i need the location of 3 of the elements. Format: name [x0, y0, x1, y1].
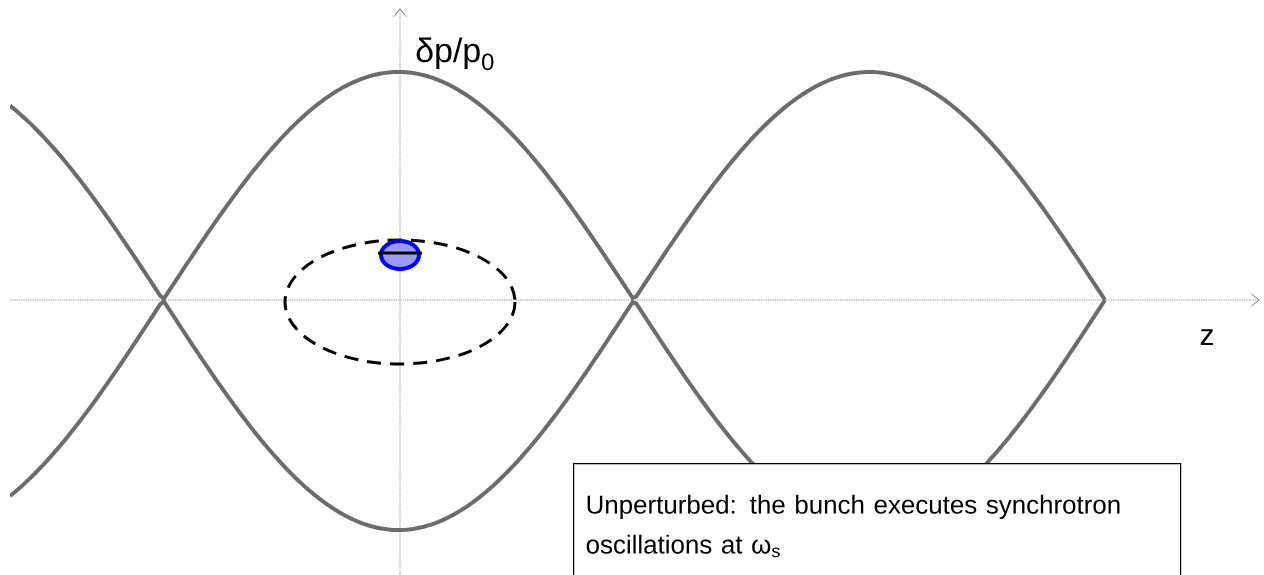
axis-label: δp/p$_{0}$ — [416, 37, 494, 71]
text-box: Unperturbed: the bunch executes synchrotron oscillations at ω$_{s}$ — [573, 463, 1182, 575]
axis-label: z — [1200, 329, 1213, 345]
